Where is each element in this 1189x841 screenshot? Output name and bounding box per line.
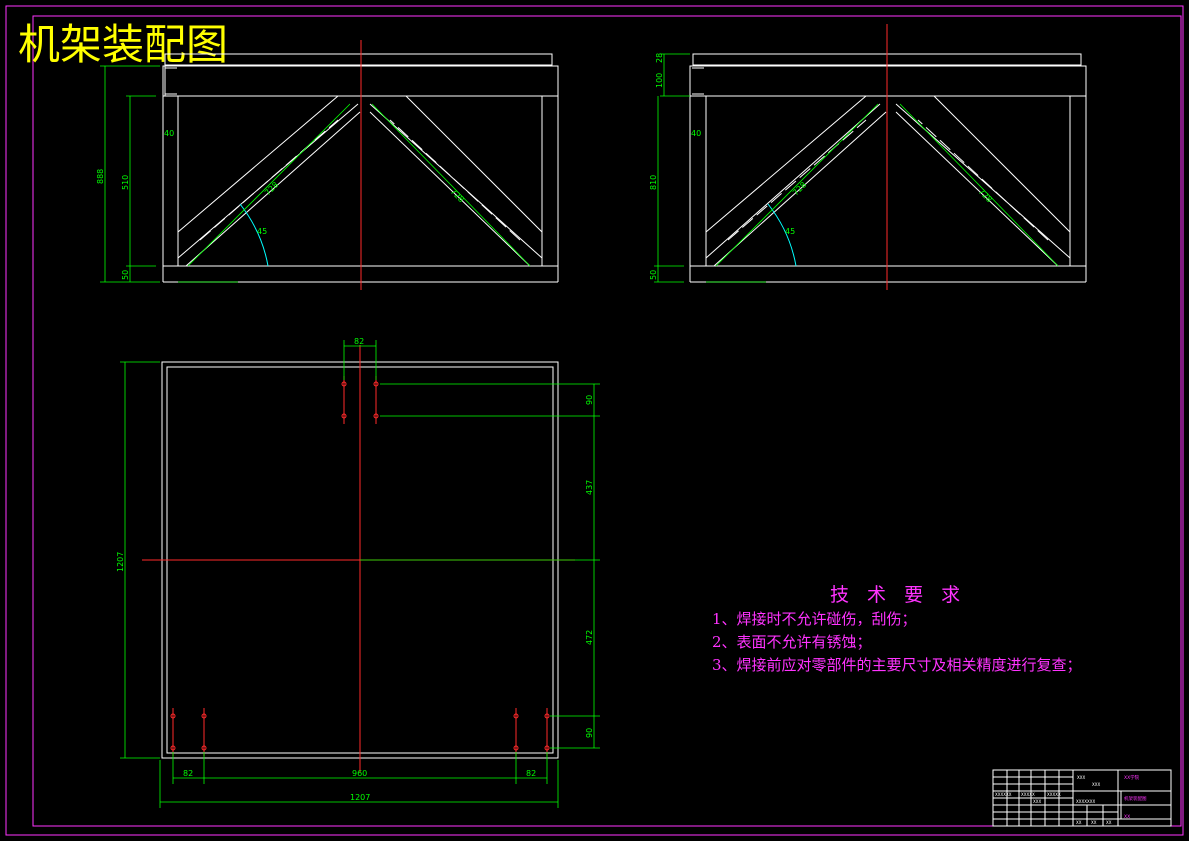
plan-hole-marks bbox=[172, 376, 548, 756]
title-block-cell-6: XXXXX bbox=[1021, 792, 1035, 797]
title-block-cell-8: XXX bbox=[1033, 799, 1041, 804]
plan-dim-left-total: 1207 bbox=[116, 552, 125, 572]
side-dim-frame-height: 810 bbox=[649, 175, 658, 190]
plan-view: 82 90 437 472 90 1207 82 960 82 1207 bbox=[116, 337, 600, 808]
plan-dim-right-437: 437 bbox=[585, 480, 594, 495]
tech-requirements-heading: 技 术 要 求 bbox=[830, 584, 966, 606]
front-dim-top-thickness: 40 bbox=[164, 129, 174, 138]
outer-border bbox=[5, 5, 1184, 836]
title-block-cell-9: XXXXXXX bbox=[1076, 799, 1095, 804]
side-view: 28 100 810 40 50 728 728 45 bbox=[649, 24, 1087, 290]
title-block-cell-2: XXX bbox=[1092, 782, 1100, 787]
title-block-cell-1: XXX bbox=[1077, 775, 1085, 780]
title-block-drawing-number: XX bbox=[1124, 814, 1130, 820]
title-block-cell-7: XXXXX bbox=[1047, 792, 1061, 797]
front-dim-base-height: 50 bbox=[121, 270, 130, 280]
drawing-title: 机架装配图 bbox=[18, 20, 228, 69]
side-dim-top-beam: 100 bbox=[655, 73, 664, 88]
front-diagonal-left bbox=[177, 95, 361, 267]
title-block-school: XX学院 bbox=[1124, 774, 1140, 781]
title-block-cell-13: XX bbox=[1106, 820, 1112, 825]
plan-dim-bottom-82-left: 82 bbox=[183, 769, 193, 778]
title-block-drawing-name: 机架装配图 bbox=[1124, 795, 1147, 802]
plan-dim-right-90-bottom: 90 bbox=[585, 728, 594, 738]
side-dim-top-thickness: 40 bbox=[691, 129, 701, 138]
plan-dim-top-spacing: 82 bbox=[354, 337, 364, 346]
plan-dim-bottom-960: 960 bbox=[352, 769, 367, 778]
front-dim-frame-height: 510 bbox=[121, 175, 130, 190]
side-dim-diag-right: 728 bbox=[977, 187, 994, 204]
title-block-cell-5: XXXXXX bbox=[995, 792, 1012, 797]
side-top-beam bbox=[689, 65, 1087, 97]
tech-requirement-2: 2、表面不允许有锈蚀； bbox=[712, 633, 872, 651]
front-dim-total-height: 888 bbox=[96, 169, 105, 184]
plan-dim-right-90-top: 90 bbox=[585, 395, 594, 405]
front-dim-angle: 45 bbox=[257, 227, 267, 236]
side-dim-angle: 45 bbox=[785, 227, 795, 236]
inner-border bbox=[32, 15, 1182, 827]
front-angle-arc bbox=[239, 203, 269, 267]
front-view: 888 510 40 50 728 728 45 bbox=[96, 40, 559, 290]
tech-requirement-3: 3、焊接前应对零部件的主要尺寸及相关精度进行复查； bbox=[712, 656, 1082, 674]
tech-requirement-1: 1、焊接时不允许碰伤，刮伤； bbox=[712, 610, 917, 628]
plan-dim-bottom-total: 1207 bbox=[350, 793, 370, 802]
plan-dim-bottom-82-right: 82 bbox=[526, 769, 536, 778]
side-dim-top-slab: 28 bbox=[655, 53, 664, 63]
front-top-slab bbox=[164, 53, 553, 66]
title-block: XXX XXX XX学院 机架装配图 XXXXXX XXXXX XXXXX XX… bbox=[992, 769, 1172, 827]
title-block-cell-11: XX bbox=[1076, 820, 1082, 825]
tech-requirements: 技 术 要 求 1、焊接时不允许碰伤，刮伤； 2、表面不允许有锈蚀； 3、焊接前… bbox=[712, 584, 1082, 674]
plan-dim-right-472: 472 bbox=[585, 630, 594, 645]
side-angle-arc bbox=[767, 203, 797, 267]
plan-dimension-lines bbox=[120, 340, 600, 808]
plan-holes bbox=[170, 381, 550, 751]
side-dim-base-height: 50 bbox=[649, 270, 658, 280]
front-diagonal-hidden bbox=[199, 119, 521, 241]
title-block-cell-12: XX bbox=[1091, 820, 1097, 825]
front-top-hatch bbox=[164, 66, 177, 96]
